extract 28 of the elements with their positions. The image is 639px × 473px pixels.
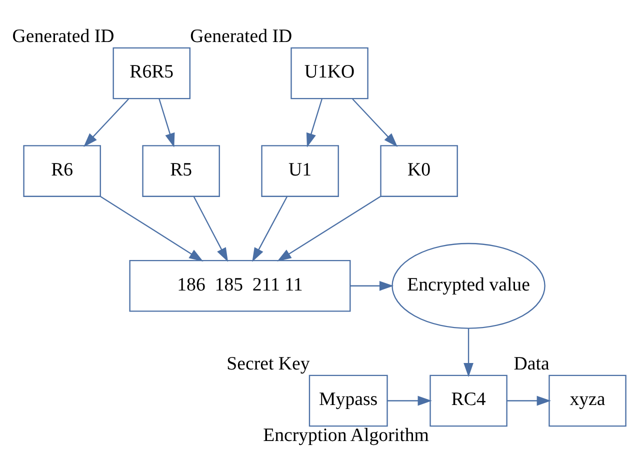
arrow — [100, 196, 204, 261]
node-box: U1KO — [290, 46, 368, 99]
node-label: Data — [514, 352, 550, 374]
arrow — [306, 98, 322, 147]
node-box: 186 185 211 11 — [129, 259, 351, 312]
arrow — [507, 395, 551, 406]
arrow — [84, 98, 129, 146]
node-label: Secret Key — [226, 352, 310, 374]
arrow — [350, 280, 394, 290]
node-box: R6 — [23, 144, 101, 196]
node-box: xyza — [548, 374, 626, 426]
node-box: K0 — [380, 144, 458, 196]
node-box: R6R5 — [112, 46, 190, 99]
node-ellipse: Encrypted value — [392, 242, 546, 328]
arrow — [158, 98, 175, 147]
arrow — [464, 328, 474, 377]
arrow — [277, 195, 381, 261]
arrow — [252, 196, 288, 262]
node-label: Generated ID — [190, 25, 292, 46]
arrow — [387, 395, 432, 406]
node-label: Generated ID — [12, 25, 114, 46]
arrow — [193, 196, 228, 262]
node-box: R5 — [142, 144, 220, 196]
arrow — [352, 98, 398, 146]
node-box: RC4 — [430, 374, 508, 426]
node-label: Encryption Algorithm — [263, 424, 429, 446]
node-box: U1 — [261, 144, 339, 196]
node-box: Mypass — [308, 374, 388, 426]
